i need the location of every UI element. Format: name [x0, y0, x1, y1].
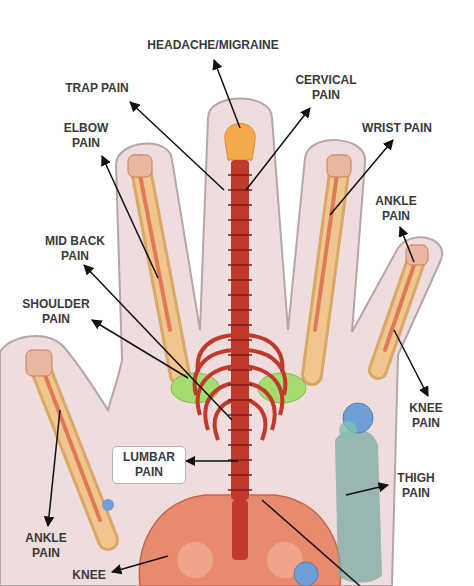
pain-label: ANKLE PAIN: [366, 194, 426, 224]
box-text: LUMBAR PAIN: [118, 450, 180, 480]
pain-label: KNEE PAIN: [398, 401, 454, 431]
pain-label: CERVICAL PAIN: [290, 73, 362, 103]
pain-label: ELBOW PAIN: [55, 121, 117, 151]
pain-label: ANKLE PAIN: [15, 531, 77, 561]
hand-outline: [0, 99, 442, 586]
pain-label: HEADACHE/MIGRAINE: [128, 38, 298, 53]
leg-zones: [102, 403, 382, 586]
label-box: LUMBAR PAIN: [112, 446, 186, 484]
pain-label: SHOULDER PAIN: [14, 297, 98, 327]
pain-label: WRIST PAIN: [352, 121, 442, 136]
pain-label: TRAP PAIN: [52, 81, 142, 96]
pain-label: THIGH PAIN: [388, 471, 444, 501]
pain-label: KNEE: [64, 568, 114, 583]
pelvis: [139, 495, 340, 586]
spine: [225, 124, 255, 561]
pain-label: MID BACK PAIN: [40, 234, 110, 264]
leader-lines: [48, 60, 428, 586]
